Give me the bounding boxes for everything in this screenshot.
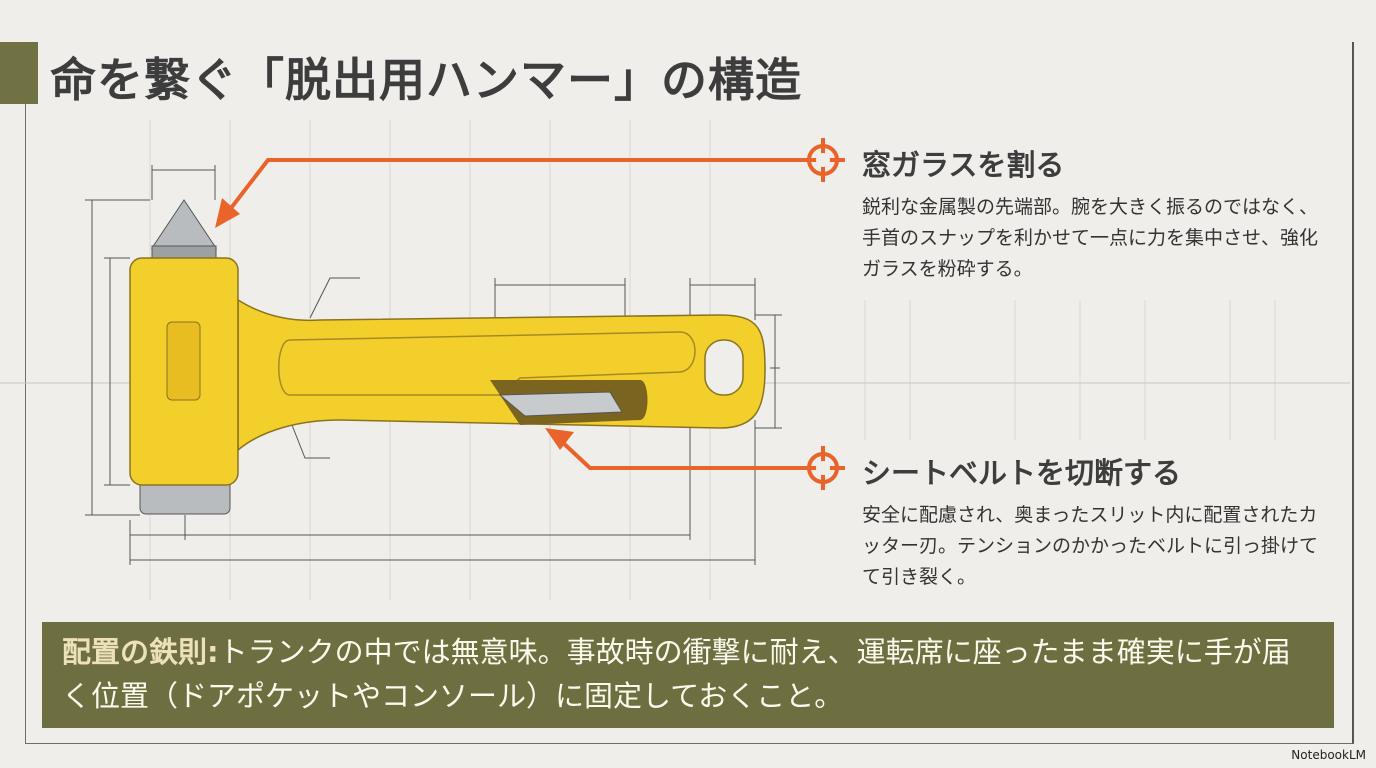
callout-heading: 窓ガラスを割る [862, 148, 1065, 182]
callout-body: 安全に配慮され、奥まったスリット内に配置されたカッター刃。テンションのかかったベ… [862, 504, 1319, 588]
brand-watermark: NotebookLM [1291, 748, 1366, 762]
hammer-illustration [129, 199, 766, 515]
glass-breaker-spike [151, 199, 217, 249]
callout-belt-cutter: シートベルトを切断する 安全に配慮され、奥まったスリット内に配置されたカッター刃… [862, 450, 1332, 593]
lanyard-hole [704, 339, 744, 396]
arrow-glass-breaker [226, 158, 808, 214]
placement-rule-box: 配置の鉄則:トランクの中では無意味。事故時の衝撃に耐え、運転席に座ったまま確実に… [42, 622, 1334, 728]
slide-frame [25, 42, 1354, 744]
arrows [226, 158, 808, 470]
page-title: 命を繋ぐ「脱出用ハンマー」の構造 [50, 53, 802, 107]
arrowhead [215, 198, 240, 228]
seatbelt-cutter-blade [498, 391, 623, 417]
callout-glass-breaker: 窓ガラスを割る 鋭利な金属製の先端部。腕を大きく振るのではなく、手首のスナップを… [862, 142, 1332, 285]
rule-label: 配置の鉄則: [62, 635, 219, 669]
callout-body: 鋭利な金属製の先端部。腕を大きく振るのではなく、手首のスナップを利かせて一点に力… [862, 196, 1319, 280]
callout-heading: シートベルトを切断する [862, 456, 1182, 490]
arrow-belt-cutter [558, 438, 808, 470]
rule-text: トランクの中では無意味。事故時の衝撃に耐え、運転席に座ったまま確実に手が届く位置… [62, 635, 1291, 713]
hammer-handle [237, 298, 766, 452]
title-accent-bar [0, 42, 38, 104]
arrowhead [545, 428, 574, 450]
